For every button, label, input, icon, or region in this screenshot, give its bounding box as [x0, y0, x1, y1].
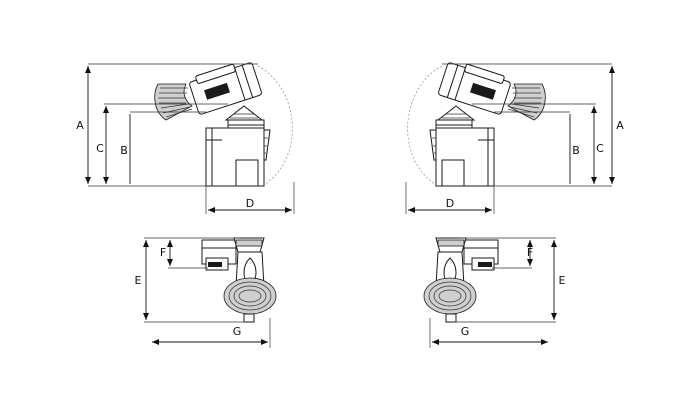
dimension-e-label: E — [559, 274, 566, 287]
side-view-left: A C B D — [76, 57, 295, 215]
dimension-b-label: B — [120, 144, 128, 157]
dimension-c-label: C — [596, 142, 604, 155]
side-view-right: A C B D — [405, 57, 624, 215]
top-view-right: E F G — [423, 237, 566, 349]
dimension-g-label: G — [461, 325, 470, 338]
dimension-f-label: F — [527, 246, 533, 259]
dimension-a-label: A — [616, 119, 624, 132]
dimension-g-label: G — [233, 325, 242, 338]
dimension-e-label: E — [135, 274, 142, 287]
dimension-c-label: C — [96, 142, 104, 155]
top-view-left: E F G — [135, 237, 277, 349]
dimension-d-label: D — [246, 197, 254, 210]
dimension-b-label: B — [572, 144, 580, 157]
dimension-d-label: D — [446, 197, 454, 210]
dimension-f-label: F — [160, 246, 166, 259]
dimension-a-label: A — [76, 119, 84, 132]
